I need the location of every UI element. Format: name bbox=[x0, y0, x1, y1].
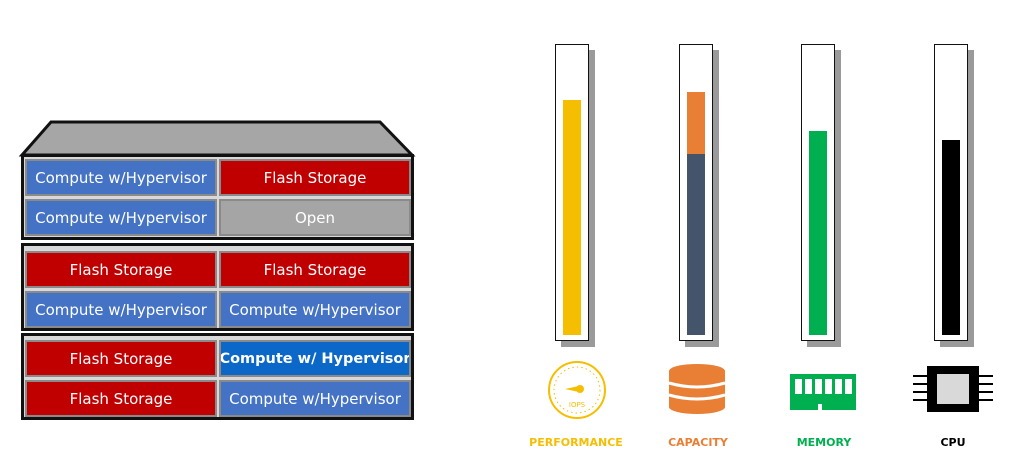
slot-compute-hypervisor: Compute w/Hypervisor bbox=[25, 199, 217, 236]
slot-flash-storage: Flash Storage bbox=[25, 251, 217, 288]
rack-diagram: Compute w/Hypervisor Flash Storage Compu… bbox=[0, 0, 440, 466]
memory-gauge bbox=[801, 44, 841, 347]
slot-flash-storage: Flash Storage bbox=[25, 340, 217, 377]
memory-label: MEMORY bbox=[796, 436, 852, 449]
rack-top-cover bbox=[18, 120, 416, 157]
chassis-2: Flash Storage Flash Storage Compute w/Hy… bbox=[21, 243, 414, 331]
performance-gauge-fill bbox=[563, 100, 581, 335]
slot-compute-hypervisor: Compute w/Hypervisor bbox=[219, 291, 411, 328]
cpu-chip-icon bbox=[913, 366, 993, 412]
cpu-label: CPU bbox=[940, 436, 966, 449]
performance-label: PERFORMANCE bbox=[529, 436, 623, 449]
memory-gauge-fill bbox=[809, 131, 827, 335]
slot-flash-storage: Flash Storage bbox=[219, 159, 411, 196]
speedometer-icon-text: IOPS bbox=[569, 401, 586, 409]
slot-flash-storage: Flash Storage bbox=[219, 251, 411, 288]
chassis-1: Compute w/Hypervisor Flash Storage Compu… bbox=[21, 154, 414, 240]
memory-module-icon bbox=[790, 374, 856, 410]
speedometer-icon: IOPS bbox=[548, 361, 606, 419]
slot-compute-hypervisor: Compute w/Hypervisor bbox=[219, 380, 411, 417]
performance-gauge bbox=[555, 44, 595, 347]
slot-compute-hypervisor: Compute w/Hypervisor bbox=[25, 291, 217, 328]
chassis-3: Flash Storage Compute w/ Hypervisor Flas… bbox=[21, 333, 414, 420]
database-icon bbox=[668, 364, 726, 414]
slot-flash-storage: Flash Storage bbox=[25, 380, 217, 417]
slot-compute-hypervisor: Compute w/Hypervisor bbox=[25, 159, 217, 196]
slot-open: Open bbox=[219, 199, 411, 236]
capacity-label: CAPACITY bbox=[668, 436, 728, 449]
capacity-gauge bbox=[679, 44, 719, 347]
cpu-gauge-fill bbox=[942, 140, 960, 335]
capacity-gauge-used-fill bbox=[687, 154, 705, 335]
slot-compute-hypervisor-highlight: Compute w/ Hypervisor bbox=[219, 340, 411, 377]
cpu-gauge bbox=[934, 44, 974, 347]
